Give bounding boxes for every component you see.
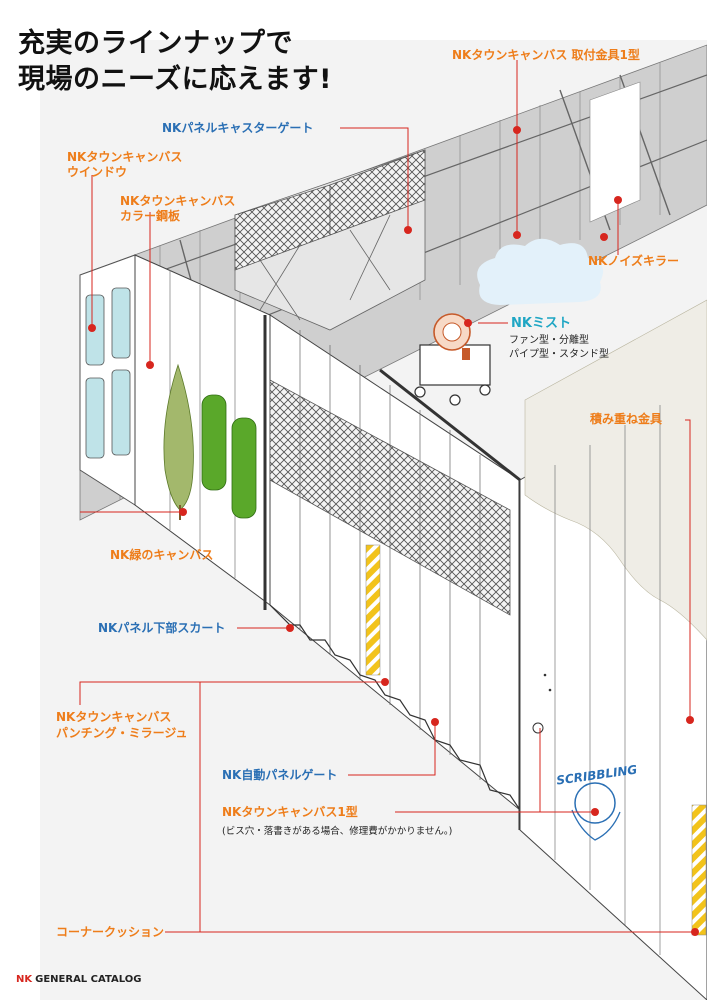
- label-mist-sub2: パイプ型・スタンド型: [509, 349, 609, 360]
- mist-unit: [414, 238, 604, 406]
- graffiti-doodle: [574, 782, 616, 824]
- label-corner-cushion: コーナークッション: [56, 925, 165, 939]
- town-canvas-type1-wall: SCRIBBLING: [519, 299, 707, 1000]
- label-window-l2: ウインドウ: [67, 165, 128, 179]
- leader-lines: [79, 60, 695, 933]
- label-punching-l1: NKタウンキャンバス: [56, 710, 172, 724]
- panel-skirt: [269, 604, 521, 811]
- label-color-l2: カラー鋼板: [120, 209, 181, 223]
- left-front-wall: [134, 254, 271, 606]
- stacking-area: [524, 299, 707, 641]
- label-punching-l2: パンチング・ミラージュ: [56, 726, 188, 740]
- mist-cloud-icon: [477, 238, 604, 305]
- noise-killer-panel: [589, 81, 641, 223]
- label-window-l1: NKタウンキャンバス: [67, 150, 183, 164]
- caster-gate: [234, 149, 426, 331]
- label-noise-killer: NKノイズキラー: [588, 254, 679, 268]
- footer-text: GENERAL CATALOG: [35, 974, 142, 985]
- label-mist: NKミスト: [511, 316, 571, 331]
- label-green-canvas: NK緑のキャンバス: [110, 548, 214, 562]
- label-type1-note: (ビス穴・落書きがある場合、修理費がかかりません。): [222, 826, 453, 837]
- label-caster-gate: NKパネルキャスターゲート: [162, 121, 314, 135]
- label-stacking: 積み重ね金具: [590, 412, 663, 426]
- headline-line-1: 充実のラインナップで: [18, 28, 293, 59]
- caution-stripe-mid: [365, 544, 381, 676]
- auto-panel-gate: [263, 314, 522, 830]
- label-color-l1: NKタウンキャンバス: [120, 194, 236, 208]
- label-auto-gate: NK自動パネルゲート: [222, 768, 338, 782]
- label-mist-sub1: ファン型・分離型: [509, 335, 589, 346]
- green-canvas-panel-1: [201, 394, 227, 491]
- label-type1: NKタウンキャンバス1型: [222, 805, 358, 819]
- caution-stripe-right: [691, 804, 707, 936]
- label-mounting-bracket: NKタウンキャンバス 取付金具1型: [452, 48, 640, 62]
- brand-logo: NK: [16, 974, 33, 985]
- window-panels: [79, 254, 136, 506]
- green-canvas-panel-2: [231, 417, 257, 519]
- leader-dots: [88, 126, 699, 936]
- label-skirt: NKパネル下部スカート: [98, 621, 226, 635]
- headline-line-2: 現場のニーズに応えます!: [18, 64, 332, 95]
